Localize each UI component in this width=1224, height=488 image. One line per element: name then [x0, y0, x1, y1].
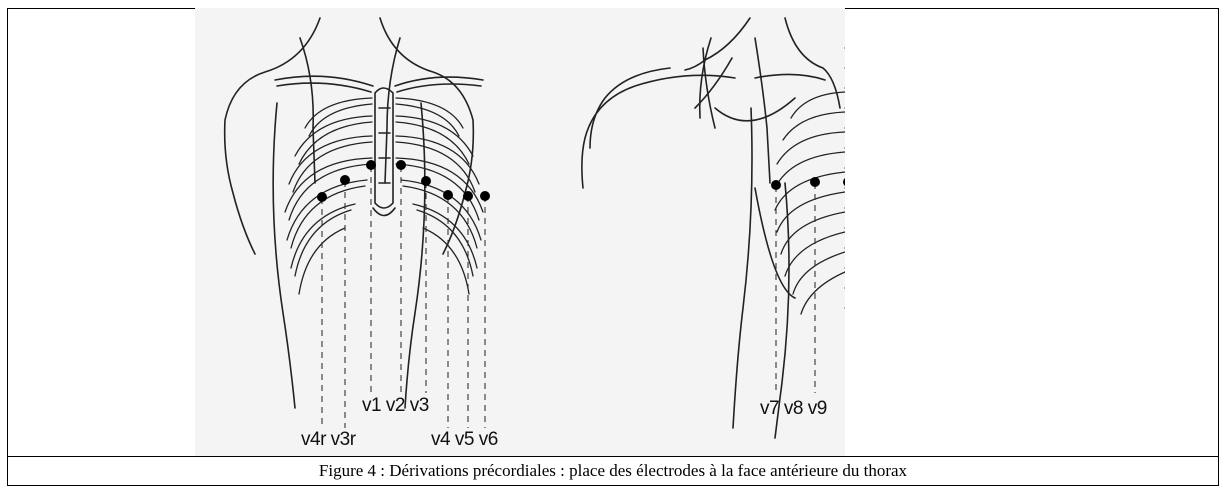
caption-divider — [7, 456, 1219, 457]
front-torso-outline — [225, 18, 474, 408]
front-xiphoid — [373, 208, 395, 216]
electrode-v1 — [366, 160, 376, 170]
label-v1-v2-v3: v1 v2 v3 — [362, 395, 429, 417]
electrode-v3 — [421, 176, 431, 186]
electrode-v6 — [480, 191, 490, 201]
electrode-v4r — [317, 192, 327, 202]
electrode-v5 — [463, 191, 473, 201]
electrode-v9 — [843, 177, 845, 187]
front-ribs-left — [285, 98, 372, 294]
electrode-v7 — [771, 180, 781, 190]
electrode-v3r — [340, 175, 350, 185]
electrode-v4 — [443, 190, 453, 200]
electrode-v8 — [810, 177, 820, 187]
thorax-illustration: v1 v2 v3 v4r v3r v4 v5 v6 v7 v8 v9 — [195, 8, 845, 456]
label-v4-v5-v6: v4 v5 v6 — [431, 429, 498, 451]
figure-caption: Figure 4 : Dérivations précordiales : pl… — [7, 459, 1219, 483]
thorax-drawing — [195, 8, 845, 456]
label-v4r-v3r: v4r v3r — [301, 429, 356, 451]
back-ribs — [775, 92, 845, 314]
front-sternum — [375, 88, 393, 208]
back-electrodes — [771, 177, 845, 190]
electrode-v2 — [396, 160, 406, 170]
label-v7-v8-v9: v7 v8 v9 — [760, 398, 827, 420]
